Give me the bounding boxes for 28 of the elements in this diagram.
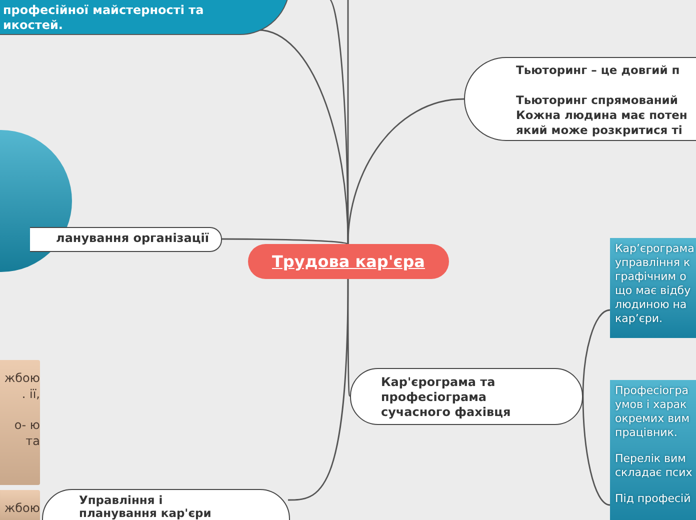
node-text: жбою . ії,: [3, 370, 40, 402]
node-text: Тьюторинг спрямований Кожна людина має потен який може розкритися ті: [516, 93, 688, 138]
node-text: професійної майстерності та икостей.: [3, 3, 205, 33]
node-text: Перелік вим складає псих: [615, 452, 694, 480]
topic-box-background: [42, 489, 290, 520]
node-text: Кар’єрограма управління к графічним о що має відбу людиною на кар’єри.: [615, 242, 695, 326]
connector-line: [222, 238, 348, 245]
topic-box-background: [350, 368, 583, 425]
connector-line: [347, 98, 464, 244]
node-text: ланування організації: [55, 231, 209, 245]
node-text: Тьюторинг – це довгий п: [516, 63, 681, 78]
central-topic-background: [248, 244, 449, 279]
node-text: Під професій: [615, 492, 692, 506]
node-text: Управління і планування кар'єри: [79, 494, 212, 520]
note-card-background: [0, 360, 40, 485]
node-text: жбою: [3, 500, 40, 516]
node-text: Кар'єрограма та професіограма сучасного фахівця: [381, 375, 512, 420]
connector-line: [347, 279, 351, 396]
connector-line: [582, 396, 610, 506]
note-card-background: [610, 238, 696, 338]
note-card-background: [0, 490, 40, 520]
note-card-background: [610, 380, 696, 520]
topic-box-background: [464, 57, 696, 141]
node-text: о- ю та: [13, 417, 40, 449]
node-text: Професіогра умов і харак окремих вим працівник.: [615, 384, 691, 440]
topic-box-background: [30, 227, 222, 252]
node-text: Трудова кар'єра: [272, 252, 425, 271]
connector-line: [582, 309, 610, 396]
